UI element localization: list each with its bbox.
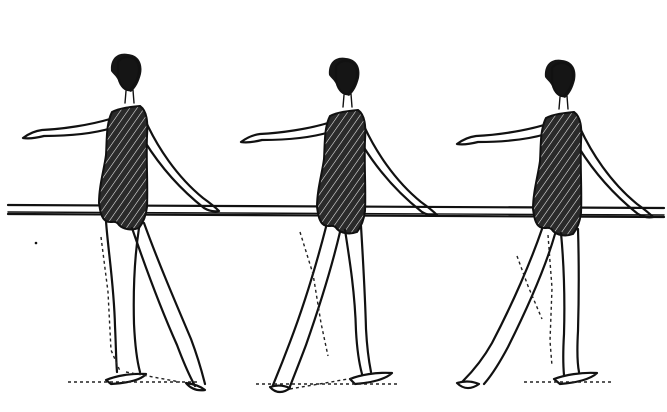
hair (329, 58, 360, 96)
pointed-foot (457, 382, 479, 388)
leotard (99, 106, 147, 229)
dot-mark (35, 242, 38, 245)
barre-arm (363, 126, 437, 215)
extended-arm (241, 123, 330, 142)
hair (111, 54, 142, 92)
leotard (317, 110, 365, 233)
barre-arm (579, 128, 653, 217)
standing-foot (350, 373, 392, 384)
dancer-figure-3 (457, 60, 653, 388)
neck (343, 94, 352, 107)
barre-arm (145, 122, 219, 211)
leotard (533, 112, 581, 235)
neck (125, 90, 134, 103)
dancer-figure-2 (241, 58, 437, 392)
neck (559, 96, 568, 109)
standing-leg (106, 221, 140, 372)
extended-arm (23, 119, 112, 138)
standing-leg (345, 226, 371, 374)
dancer-figure-1 (23, 54, 219, 391)
extended-arm (457, 125, 546, 144)
working-leg (463, 229, 555, 384)
standing-leg (561, 229, 579, 375)
pointed-foot (270, 386, 290, 392)
working-leg (132, 223, 205, 386)
hair (545, 60, 576, 98)
hip-guide (517, 256, 542, 319)
